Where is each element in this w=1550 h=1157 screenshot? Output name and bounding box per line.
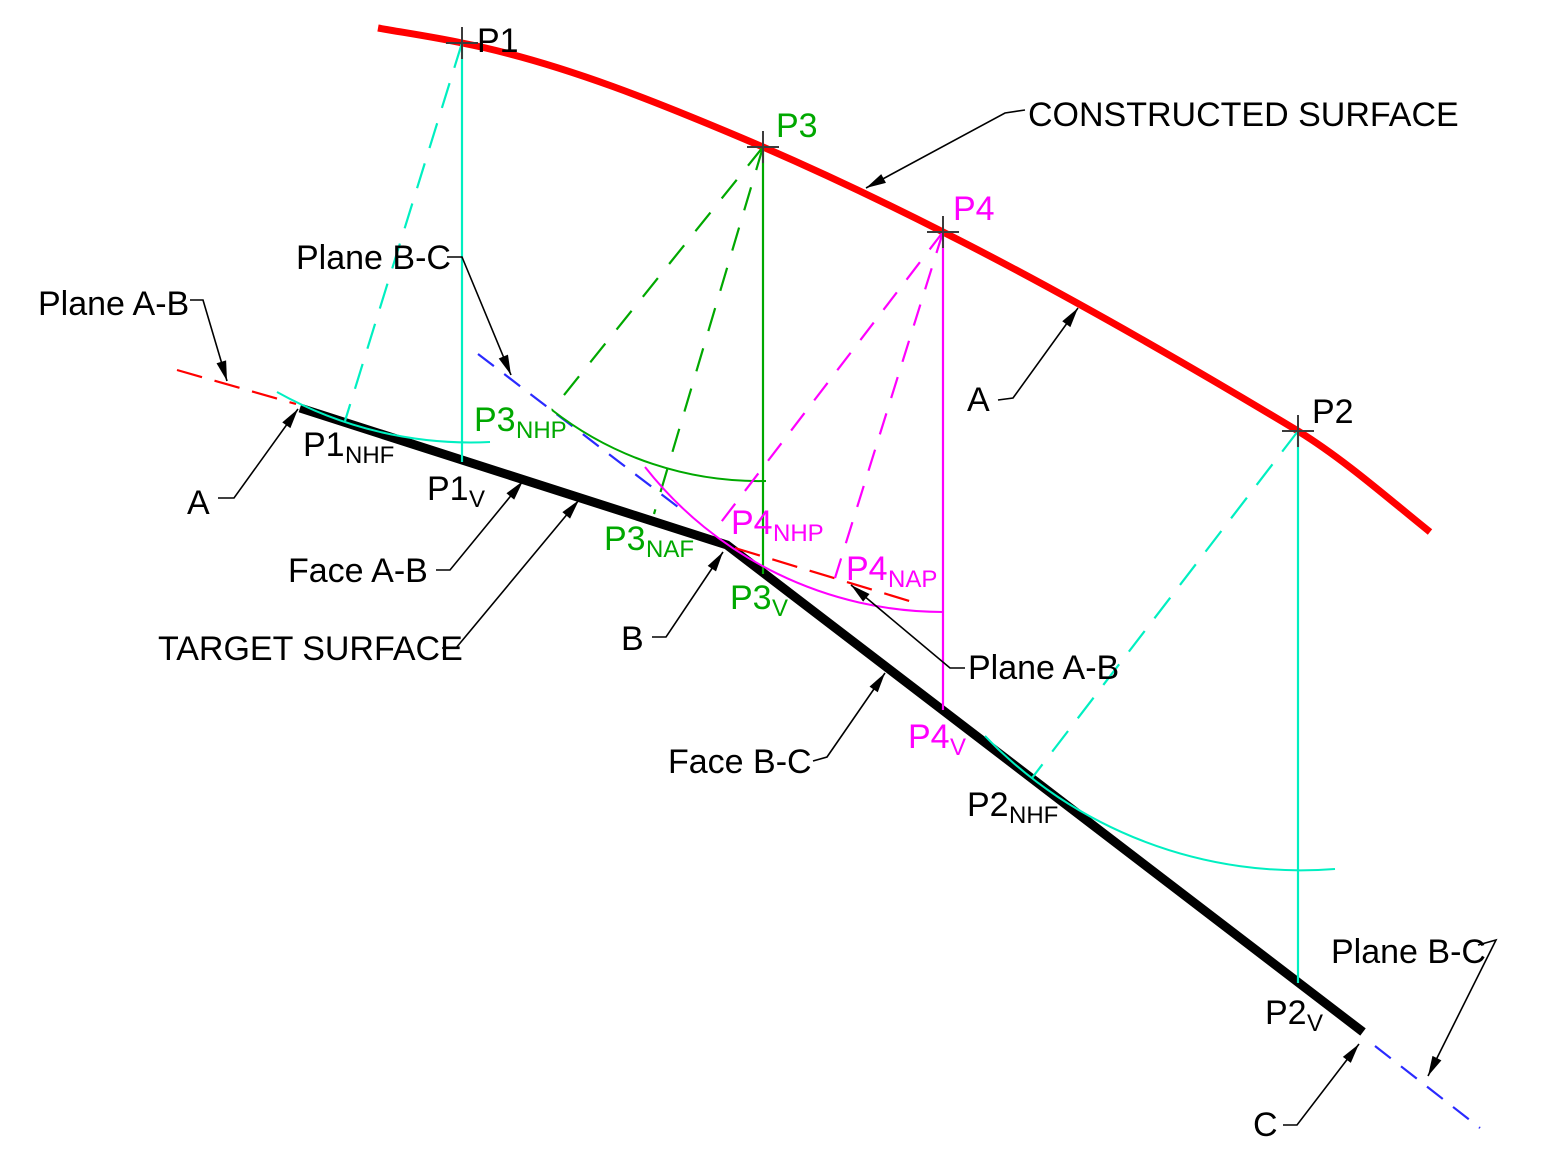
- p3-label: P3: [776, 107, 818, 145]
- plane-bc-dashed-lower: [1374, 1045, 1481, 1129]
- p4-nhp-subscript: NHP: [773, 520, 824, 547]
- p4-nhp-label: P4: [731, 504, 773, 542]
- p1-nearest-dashed-line: [343, 42, 464, 422]
- p3-naf-dashed-line: [652, 146, 765, 515]
- p3-nhp-dashed-line: [551, 146, 764, 411]
- p4-distance-arc: [644, 466, 944, 613]
- p3-cross-marker: [747, 131, 779, 163]
- p1-v-subscript: V: [469, 486, 485, 513]
- p4-v-label: P4: [908, 718, 950, 756]
- p1-nhf-label: P1: [303, 426, 345, 464]
- p2-label: P2: [1312, 393, 1354, 431]
- p3-distance-arc: [551, 409, 767, 483]
- target-surface-label: TARGET SURFACE: [158, 630, 463, 668]
- constructed-surface-label: CONSTRUCTED SURFACE: [1028, 96, 1459, 134]
- p3-nhp-subscript: NHP: [516, 417, 567, 444]
- p3-projection-set: [551, 146, 767, 574]
- p4-v-subscript: V: [950, 734, 966, 761]
- p1-v-label: P1: [427, 470, 469, 508]
- plane-bc-bottom-label: Plane B-C: [1331, 933, 1486, 971]
- face-bc-leader: [812, 672, 886, 762]
- vertex-a-left-label: A: [187, 484, 210, 522]
- p3-nhp-label: P3: [474, 401, 516, 439]
- p3-naf-label: P3: [604, 520, 646, 558]
- plane-ab-dashed-right: [734, 546, 917, 605]
- vertex-a-left-leader: [218, 408, 299, 499]
- p4-projection-set: [644, 231, 945, 710]
- p3-v-label: P3: [730, 579, 772, 617]
- point-markers: [446, 27, 1314, 447]
- p1-cross-marker: [446, 27, 478, 59]
- p2-v-label: P2: [1265, 994, 1307, 1032]
- target-surface-leader: [442, 499, 580, 649]
- plane-ab-dashed-left: [176, 368, 297, 406]
- face-bc-label: Face B-C: [668, 743, 812, 781]
- plane-ab-left-leader: [190, 299, 228, 382]
- plane-bc-bottom-leader: [1427, 938, 1498, 1077]
- vertex-b-leader: [652, 551, 724, 638]
- p3-v-subscript: V: [772, 595, 788, 622]
- leader-lines: [190, 109, 1498, 1126]
- plane-bc-dashed-upper: [477, 353, 683, 511]
- p2-v-subscript: V: [1307, 1010, 1323, 1037]
- p4-nap-dashed-line: [833, 231, 945, 579]
- p2-nearest-dashed-line: [1031, 430, 1299, 779]
- p1-projection-set: [276, 42, 491, 462]
- plane-bc-top-leader: [447, 256, 512, 376]
- p2-distance-arc: [984, 735, 1336, 872]
- p2-nhf-label: P2: [967, 786, 1009, 824]
- plane-ab-right-label: Plane A-B: [968, 649, 1119, 687]
- plane-ab-right-leader: [850, 584, 965, 669]
- p4-label: P4: [953, 190, 995, 228]
- vertex-a-right-leader: [997, 307, 1079, 401]
- p4-nhp-dashed-line: [711, 231, 944, 535]
- p2-projection-set: [984, 430, 1336, 983]
- p3-naf-subscript: NAF: [646, 536, 694, 563]
- plane-ab-left-label: Plane A-B: [38, 285, 189, 323]
- vertex-c-label: C: [1253, 1106, 1278, 1144]
- p2-cross-marker: [1282, 415, 1314, 447]
- vertex-c-leader: [1283, 1043, 1360, 1126]
- p4-nap-subscript: NAP: [888, 566, 937, 593]
- p1-distance-arc: [276, 391, 491, 444]
- face-ab-label: Face A-B: [288, 552, 428, 590]
- vertex-a-right-label: A: [967, 381, 990, 419]
- p4-nap-label: P4: [846, 550, 888, 588]
- p1-nhf-subscript: NHF: [345, 442, 394, 469]
- p2-nhf-subscript: NHF: [1009, 802, 1058, 829]
- face-ab-leader: [436, 480, 524, 571]
- p1-label: P1: [477, 22, 519, 60]
- p4-cross-marker: [927, 216, 959, 248]
- plane-bc-top-label: Plane B-C: [296, 239, 451, 277]
- constructed-surface-leader: [865, 109, 1026, 189]
- vertex-b-label: B: [621, 620, 644, 658]
